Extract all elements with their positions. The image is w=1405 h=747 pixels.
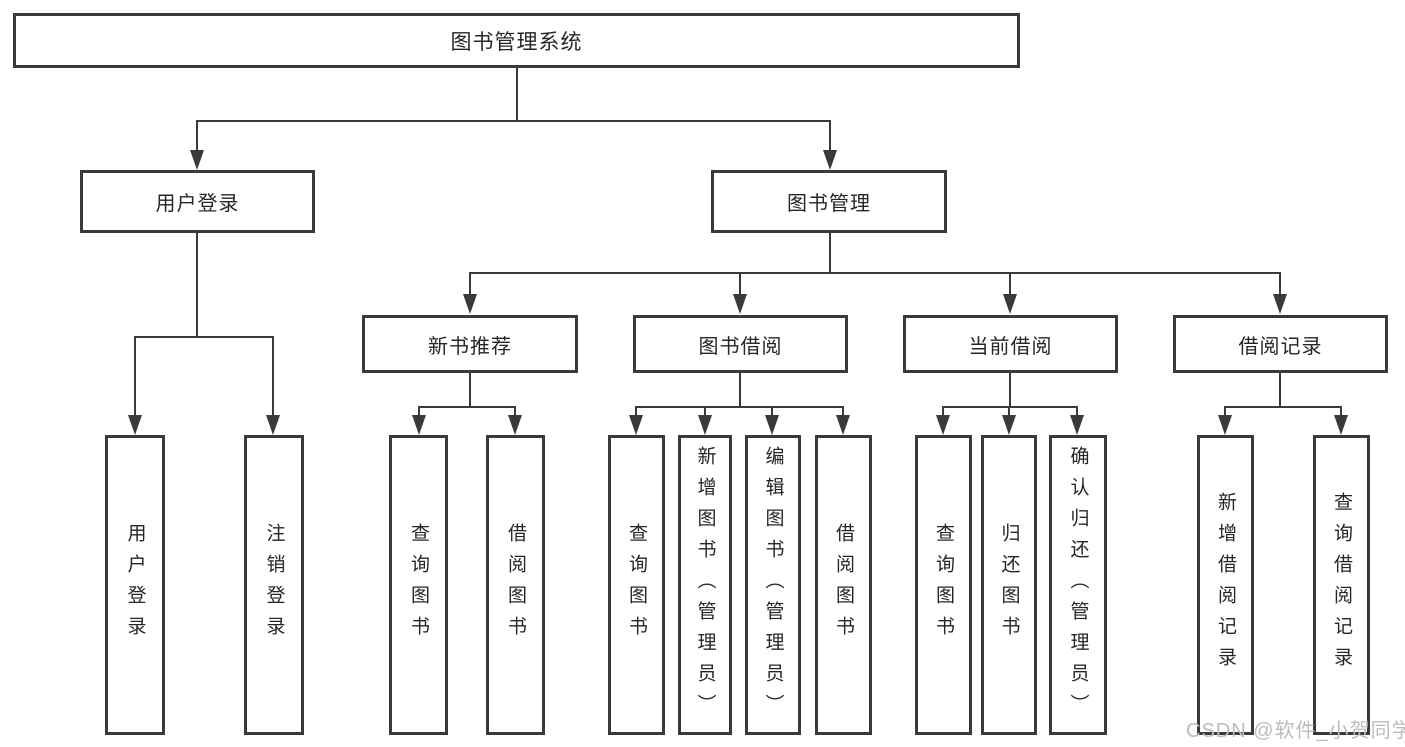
- arrow-down-icon: [1218, 415, 1232, 435]
- connector-current-bar: [942, 406, 1078, 408]
- leaf-query-borrow-record: 查询借阅记录: [1313, 435, 1370, 735]
- connector-bookmgmt-drop-1: [469, 272, 471, 295]
- node-borrow-records: 借阅记录: [1173, 315, 1388, 373]
- leaf-query-book-recommend: 查询图书: [389, 435, 448, 735]
- connector-bookmgmt-stem: [829, 233, 831, 274]
- connector-userlogin-bar: [134, 336, 274, 338]
- arrow-down-icon: [128, 415, 142, 435]
- connector-borrow-drop-3: [771, 406, 773, 417]
- leaf-borrow-book-recommend: 借阅图书: [486, 435, 545, 735]
- connector-recommend-stem: [469, 373, 471, 407]
- arrow-down-icon: [823, 150, 837, 170]
- connector-borrow-drop-2: [704, 406, 706, 417]
- connector-root-drop-right: [829, 120, 831, 152]
- arrow-down-icon: [1273, 294, 1287, 314]
- node-book-borrow: 图书借阅: [633, 315, 848, 373]
- arrow-down-icon: [463, 294, 477, 314]
- node-book-management: 图书管理: [711, 170, 947, 233]
- arrow-down-icon: [836, 415, 850, 435]
- connector-root-bar: [196, 120, 831, 122]
- leaf-query-book-borrow: 查询图书: [608, 435, 665, 735]
- connector-userlogin-drop-2: [272, 336, 274, 416]
- arrow-down-icon: [508, 415, 522, 435]
- arrow-down-icon: [266, 415, 280, 435]
- leaf-borrow-book: 借阅图书: [815, 435, 872, 735]
- connector-records-bar: [1224, 406, 1342, 408]
- connector-borrow-drop-1: [635, 406, 637, 417]
- connector-bookmgmt-drop-2: [739, 272, 741, 295]
- node-new-book-recommend: 新书推荐: [362, 315, 578, 373]
- arrow-down-icon: [733, 294, 747, 314]
- connector-root-stem: [516, 67, 518, 121]
- connector-borrow-drop-4: [842, 406, 844, 417]
- node-library-management-system: 图书管理系统: [13, 13, 1020, 68]
- connector-recommend-drop-1: [418, 406, 420, 417]
- leaf-logout: 注销登录: [244, 435, 304, 735]
- arrow-down-icon: [765, 415, 779, 435]
- connector-current-drop-2: [1008, 406, 1010, 417]
- connector-userlogin-drop-1: [134, 336, 136, 416]
- connector-bookmgmt-bar: [469, 272, 1281, 274]
- arrow-down-icon: [1334, 415, 1348, 435]
- arrow-down-icon: [936, 415, 950, 435]
- arrow-down-icon: [190, 150, 204, 170]
- connector-borrow-bar: [635, 406, 844, 408]
- connector-current-drop-3: [1076, 406, 1078, 417]
- connector-borrow-stem: [739, 373, 741, 407]
- leaf-add-borrow-record: 新增借阅记录: [1197, 435, 1254, 735]
- connector-current-stem: [1009, 373, 1011, 407]
- leaf-add-book-admin: 新增图书（管理员）: [678, 435, 732, 735]
- arrow-down-icon: [629, 415, 643, 435]
- leaf-confirm-return-admin: 确认归还（管理员）: [1049, 435, 1107, 735]
- connector-records-stem: [1279, 373, 1281, 407]
- arrow-down-icon: [1003, 294, 1017, 314]
- arrow-down-icon: [1070, 415, 1084, 435]
- connector-current-drop-1: [942, 406, 944, 417]
- connector-recommend-bar: [418, 406, 516, 408]
- connector-records-drop-2: [1340, 406, 1342, 417]
- arrow-down-icon: [698, 415, 712, 435]
- connector-userlogin-stem: [196, 233, 198, 337]
- connector-recommend-drop-2: [514, 406, 516, 417]
- leaf-edit-book-admin: 编辑图书（管理员）: [745, 435, 801, 735]
- leaf-query-book-current: 查询图书: [915, 435, 972, 735]
- connector-records-drop-1: [1224, 406, 1226, 417]
- csdn-watermark: CSDN @软件_小贺同学: [1186, 720, 1405, 742]
- arrow-down-icon: [412, 415, 426, 435]
- node-user-login: 用户登录: [80, 170, 315, 233]
- connector-root-drop-left: [196, 120, 198, 152]
- leaf-user-login: 用户登录: [105, 435, 165, 735]
- connector-bookmgmt-drop-3: [1009, 272, 1011, 295]
- arrow-down-icon: [1002, 415, 1016, 435]
- connector-bookmgmt-drop-4: [1279, 272, 1281, 295]
- leaf-return-book: 归还图书: [981, 435, 1037, 735]
- node-current-borrow: 当前借阅: [903, 315, 1118, 373]
